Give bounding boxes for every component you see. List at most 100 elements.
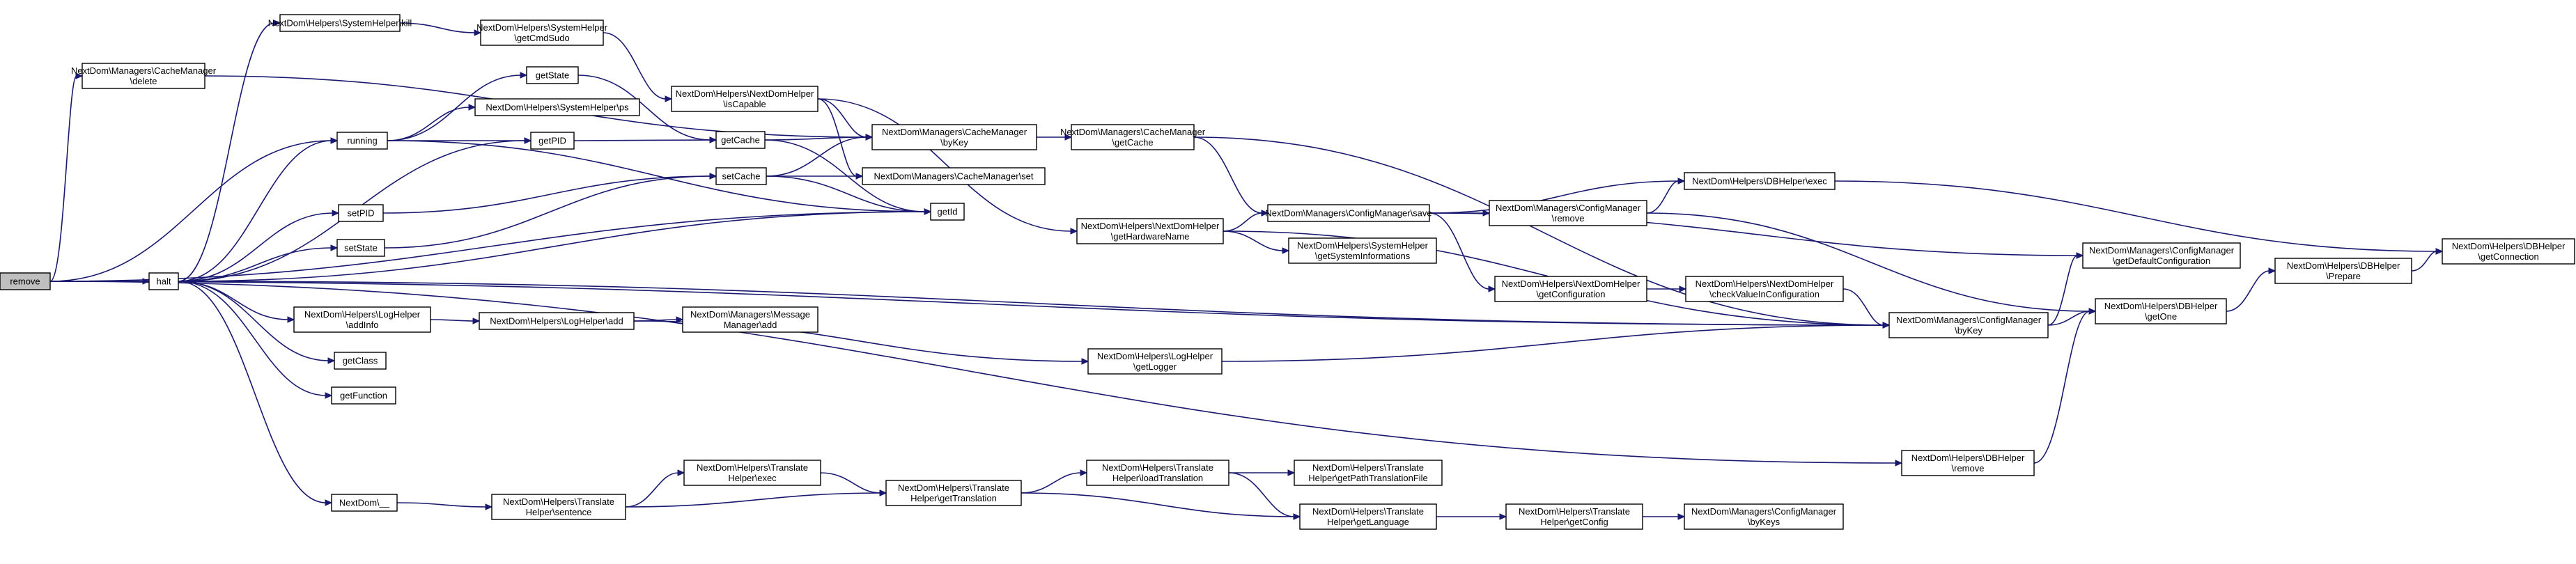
- node-box: [293, 306, 431, 333]
- node-cfg-save[interactable]: NextDom\Managers\ConfigManager\save: [1265, 204, 1432, 222]
- node-set-pid[interactable]: setPID: [338, 204, 384, 222]
- node-nd-is-capable[interactable]: NextDom\Helpers\NextDomHelper\isCapable: [671, 86, 818, 112]
- node-cm-get-cache[interactable]: NextDom\Managers\CacheManager\getCache: [1060, 124, 1206, 150]
- edge-set-pid-to-set-cache: [382, 175, 711, 214]
- node-get-class[interactable]: getClass: [334, 352, 387, 370]
- node-label: Helper\getConfig: [1540, 517, 1608, 527]
- node-box: [2442, 238, 2575, 265]
- node-lh-add[interactable]: NextDom\Helpers\LogHelper\add: [479, 312, 635, 330]
- node-box: [1299, 503, 1437, 530]
- node-box: [1888, 312, 2049, 338]
- node-cm-by-key[interactable]: NextDom\Managers\CacheManager\byKey: [871, 124, 1037, 150]
- edge-halt-to-get-class: [178, 281, 329, 361]
- node-box: [1684, 172, 1836, 190]
- node-box: [1494, 276, 1647, 302]
- node-label: NextDom\Helpers\SystemHelper: [476, 22, 608, 33]
- edge-cfg-remove-to-db-get-one: [1646, 212, 2090, 312]
- node-label: NextDom\Helpers\DBHelper: [1911, 453, 2025, 463]
- edge-running-to-sh-ps: [387, 107, 470, 141]
- node-th-get-config[interactable]: NextDom\Helpers\TranslateHelper\getConfi…: [1505, 503, 1643, 530]
- node-sh-kill[interactable]: NextDom\Helpers\SystemHelper\kill: [268, 14, 412, 32]
- arrowhead: [330, 137, 339, 144]
- arrowhead: [520, 72, 528, 79]
- edge-sh-get-cmd-sudo-to-nd-is-capable: [603, 32, 667, 100]
- edge-get-pid-to-get-cache: [573, 139, 711, 141]
- node-cfg-by-key[interactable]: NextDom\Managers\ConfigManager\byKey: [1888, 312, 2049, 338]
- edge-remove-to-get-id: [49, 211, 926, 282]
- edge-nd-check-value-to-cfg-by-key: [1842, 288, 1884, 326]
- node-set-state[interactable]: setState: [336, 239, 385, 257]
- node-label: NextDom\Managers\CacheManager\set: [874, 171, 1033, 182]
- node-box: [1505, 503, 1643, 530]
- edge-db-prepare-to-db-get-connection: [2411, 251, 2437, 272]
- arrowhead: [325, 499, 333, 506]
- node-label: setCache: [722, 171, 761, 182]
- edge-nd-is-capable-to-nd-get-hardware-name: [817, 98, 1072, 232]
- node-box: [1071, 124, 1195, 150]
- node-label: NextDom\Helpers\DBHelper: [2452, 241, 2566, 251]
- node-cm-set[interactable]: NextDom\Managers\CacheManager\set: [862, 167, 1046, 185]
- node-running[interactable]: running: [336, 132, 388, 150]
- node-set-cache[interactable]: setCache: [715, 167, 767, 185]
- node-get-function[interactable]: getFunction: [331, 386, 396, 405]
- node-db-exec[interactable]: NextDom\Helpers\DBHelper\exec: [1684, 172, 1836, 190]
- arrowhead: [327, 357, 336, 364]
- node-label: NextDom\Helpers\SystemHelper: [1297, 240, 1429, 251]
- node-cfg-get-default[interactable]: NextDom\Managers\ConfigManager\getDefaul…: [2082, 242, 2241, 269]
- arrowhead: [709, 173, 717, 180]
- node-sh-ps[interactable]: NextDom\Helpers\SystemHelper\ps: [474, 98, 640, 116]
- node-nd-get-configuration[interactable]: NextDom\Helpers\NextDomHelper\getConfigu…: [1494, 276, 1647, 302]
- node-remove[interactable]: remove: [0, 272, 51, 290]
- node-get-id[interactable]: getId: [930, 203, 965, 221]
- node-cfg-by-keys[interactable]: NextDom\Managers\ConfigManager\byKeys: [1684, 503, 1844, 530]
- node-db-get-connection[interactable]: NextDom\Helpers\DBHelper\getConnection: [2442, 238, 2575, 265]
- arrowhead: [1488, 285, 1496, 292]
- edge-th-exec-to-th-get-translation: [820, 472, 881, 494]
- node-box: [671, 86, 818, 112]
- node-sh-get-cmd-sudo[interactable]: NextDom\Helpers\SystemHelper\getCmdSudo: [476, 19, 608, 46]
- node-th-get-path-translation-file[interactable]: NextDom\Helpers\TranslateHelper\getPathT…: [1294, 460, 1443, 486]
- node-th-get-language[interactable]: NextDom\Helpers\TranslateHelper\getLangu…: [1299, 503, 1437, 530]
- node-box: [279, 14, 401, 32]
- node-box: [1684, 503, 1844, 530]
- node-th-get-translation[interactable]: NextDom\Helpers\TranslateHelper\getTrans…: [885, 480, 1022, 506]
- edge-th-load-translation-to-th-get-language: [1228, 472, 1295, 517]
- node-box: [930, 203, 965, 221]
- node-label: getState: [536, 70, 569, 81]
- node-sh-get-system-informations[interactable]: NextDom\Helpers\SystemHelper\getSystemIn…: [1288, 237, 1437, 264]
- node-nd-check-value[interactable]: NextDom\Helpers\NextDomHelper\checkValue…: [1685, 276, 1844, 302]
- node-label: NextDom\Helpers\Translate: [697, 462, 808, 473]
- arrowhead: [75, 72, 84, 79]
- node-db-remove[interactable]: NextDom\Helpers\DBHelper\remove: [1901, 450, 2035, 476]
- arrowhead: [676, 316, 684, 323]
- node-lh-add-info[interactable]: NextDom\Helpers\LogHelper\addInfo: [293, 306, 431, 333]
- node-th-load-translation[interactable]: NextDom\Helpers\TranslateHelper\loadTran…: [1086, 460, 1229, 486]
- edge-remove-to-cm-delete: [49, 75, 77, 282]
- node-cm-delete[interactable]: NextDom\Managers\CacheManager\delete: [71, 63, 217, 89]
- node-get-state[interactable]: getState: [526, 66, 579, 84]
- node-box: [2095, 298, 2227, 324]
- node-nd-get-hardware-name[interactable]: NextDom\Helpers\NextDomHelper\getHardwar…: [1076, 218, 1224, 244]
- node-db-get-one[interactable]: NextDom\Helpers\DBHelper\getOne: [2095, 298, 2227, 324]
- node-nd-underscore[interactable]: NextDom\__: [331, 494, 398, 512]
- node-db-prepare[interactable]: NextDom\Helpers\DBHelper\Prepare: [2274, 258, 2412, 284]
- node-get-pid[interactable]: getPID: [530, 132, 575, 150]
- node-label: Helper\getTranslation: [910, 493, 997, 503]
- arrowhead: [472, 318, 481, 324]
- node-label: \remove: [1552, 213, 1585, 224]
- node-get-cache[interactable]: getCache: [715, 131, 766, 149]
- arrowhead: [1677, 178, 1686, 185]
- node-box: [331, 386, 396, 405]
- arrowhead: [1064, 134, 1073, 141]
- node-label: NextDom\Helpers\NextDomHelper: [1081, 221, 1220, 231]
- edge-set-cache-to-get-id: [766, 175, 926, 212]
- edge-lh-get-logger-to-cfg-by-key: [1221, 324, 1884, 362]
- node-lh-get-logger[interactable]: NextDom\Helpers\LogHelper\getLogger: [1087, 348, 1223, 375]
- edge-db-get-one-to-db-prepare: [2226, 270, 2270, 312]
- node-label: \Prepare: [2326, 271, 2361, 281]
- node-halt[interactable]: halt: [148, 272, 179, 290]
- node-cfg-remove[interactable]: NextDom\Managers\ConfigManager\remove: [1489, 200, 1647, 226]
